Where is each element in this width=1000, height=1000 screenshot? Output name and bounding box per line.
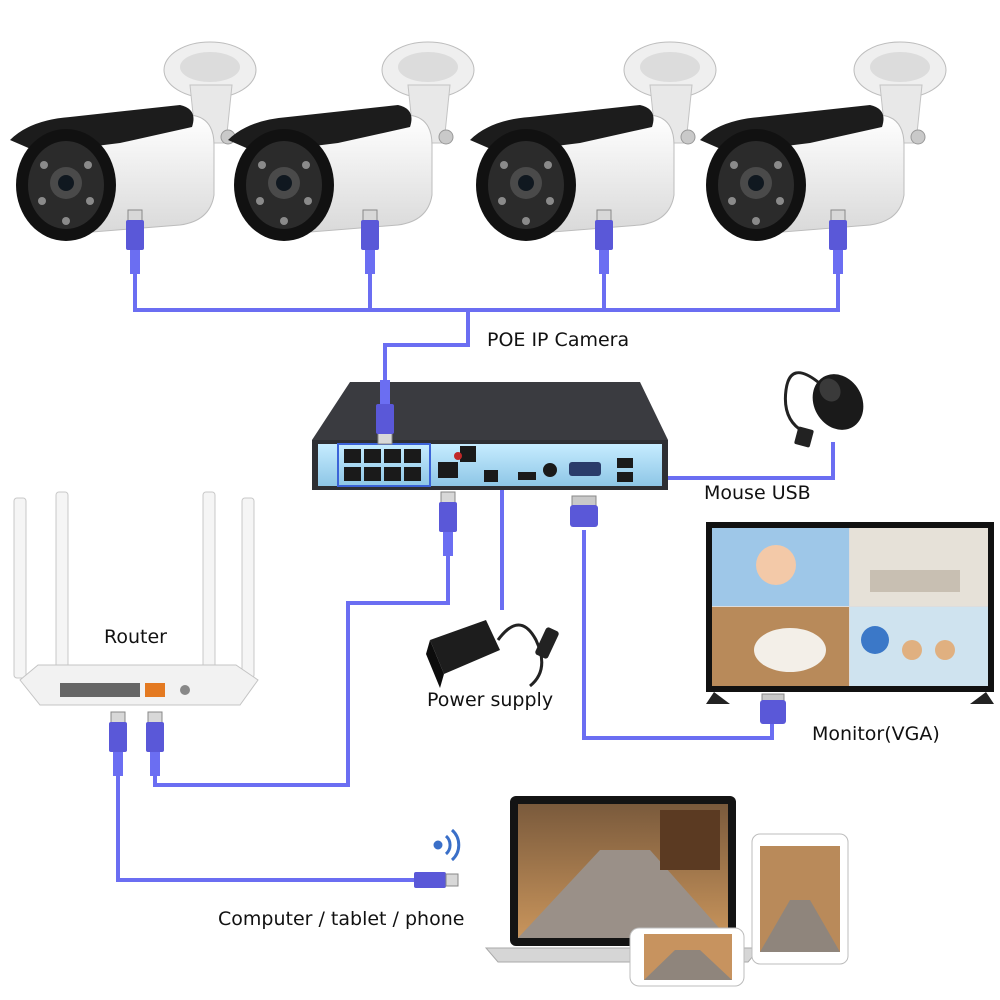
vga-cable	[582, 530, 774, 740]
nvr-recorder-icon	[312, 382, 668, 490]
router-connectors	[108, 711, 165, 777]
router-to-client-cable	[116, 775, 415, 882]
camera-4	[699, 41, 947, 242]
monitor-icon	[706, 522, 994, 704]
camera-3	[469, 41, 717, 242]
clients-label: Computer / tablet / phone	[218, 908, 465, 930]
wifi-signal-icon	[433, 828, 461, 862]
cable-network	[116, 270, 840, 882]
router-icon	[13, 491, 259, 706]
laptop-icon	[484, 796, 762, 963]
poe-ip-camera-label: POE IP Camera	[487, 329, 630, 351]
client-connector	[414, 872, 459, 888]
camera-drop-cable	[368, 270, 606, 310]
tablet-icon	[751, 833, 849, 965]
camera-2	[227, 41, 475, 242]
camera-trunk-cable	[133, 270, 840, 312]
mouse-usb-label: Mouse USB	[704, 482, 811, 504]
vga-connector	[570, 495, 598, 527]
router-label: Router	[104, 626, 167, 648]
mouse-icon	[783, 371, 864, 448]
phone-icon	[629, 927, 745, 987]
camera-to-nvr-cable	[383, 310, 470, 380]
monitor-pane-room	[850, 528, 988, 606]
power-adapter-icon	[426, 620, 559, 688]
power-supply-label: Power supply	[427, 689, 554, 711]
nvr-to-router-cable	[153, 555, 450, 787]
mouse-usb-cable	[640, 442, 835, 480]
monitor-vga-connector	[760, 693, 786, 724]
monitor-vga-label: Monitor(VGA)	[812, 723, 940, 745]
